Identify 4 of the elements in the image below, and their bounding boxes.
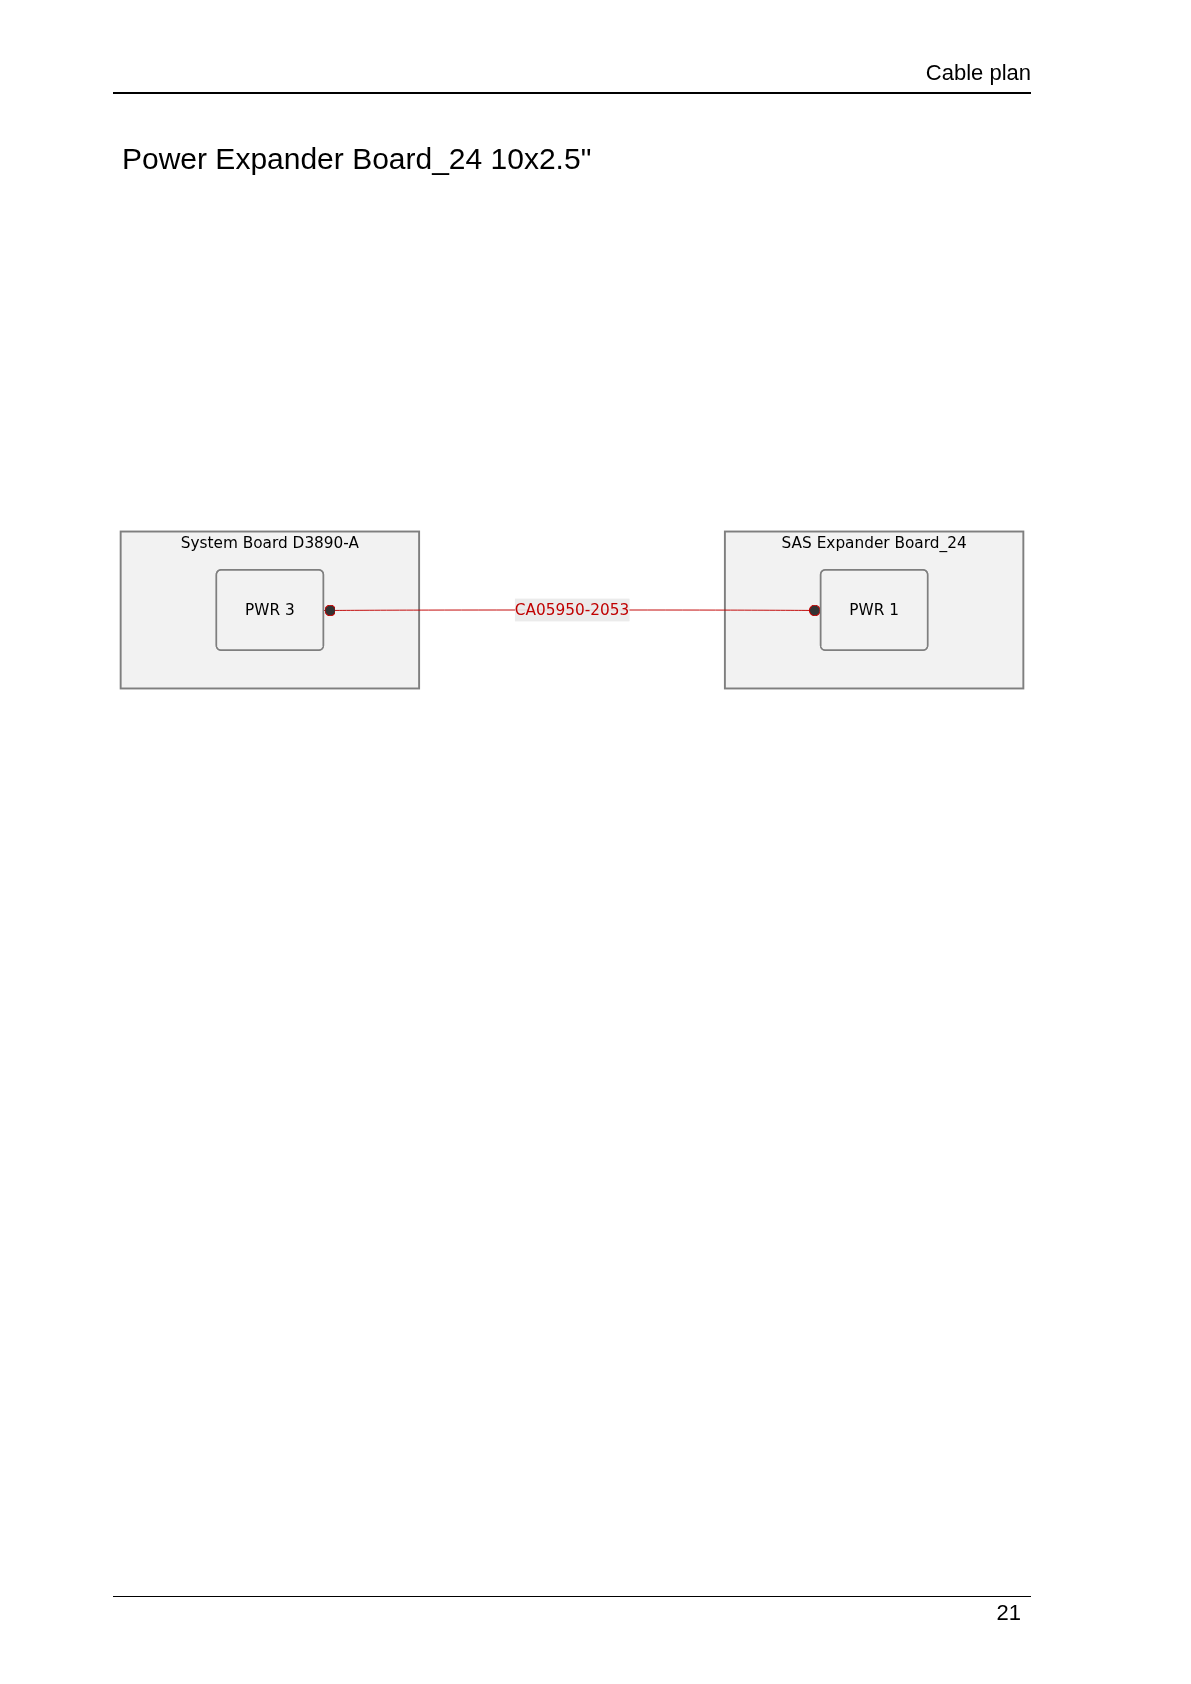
edge-label: CA05950-2053	[514, 600, 630, 619]
page-title: Power Expander Board_24 10x2.5"	[122, 142, 592, 176]
page-number: 21	[996, 1600, 1021, 1626]
header-text: Cable plan	[925, 60, 1031, 86]
